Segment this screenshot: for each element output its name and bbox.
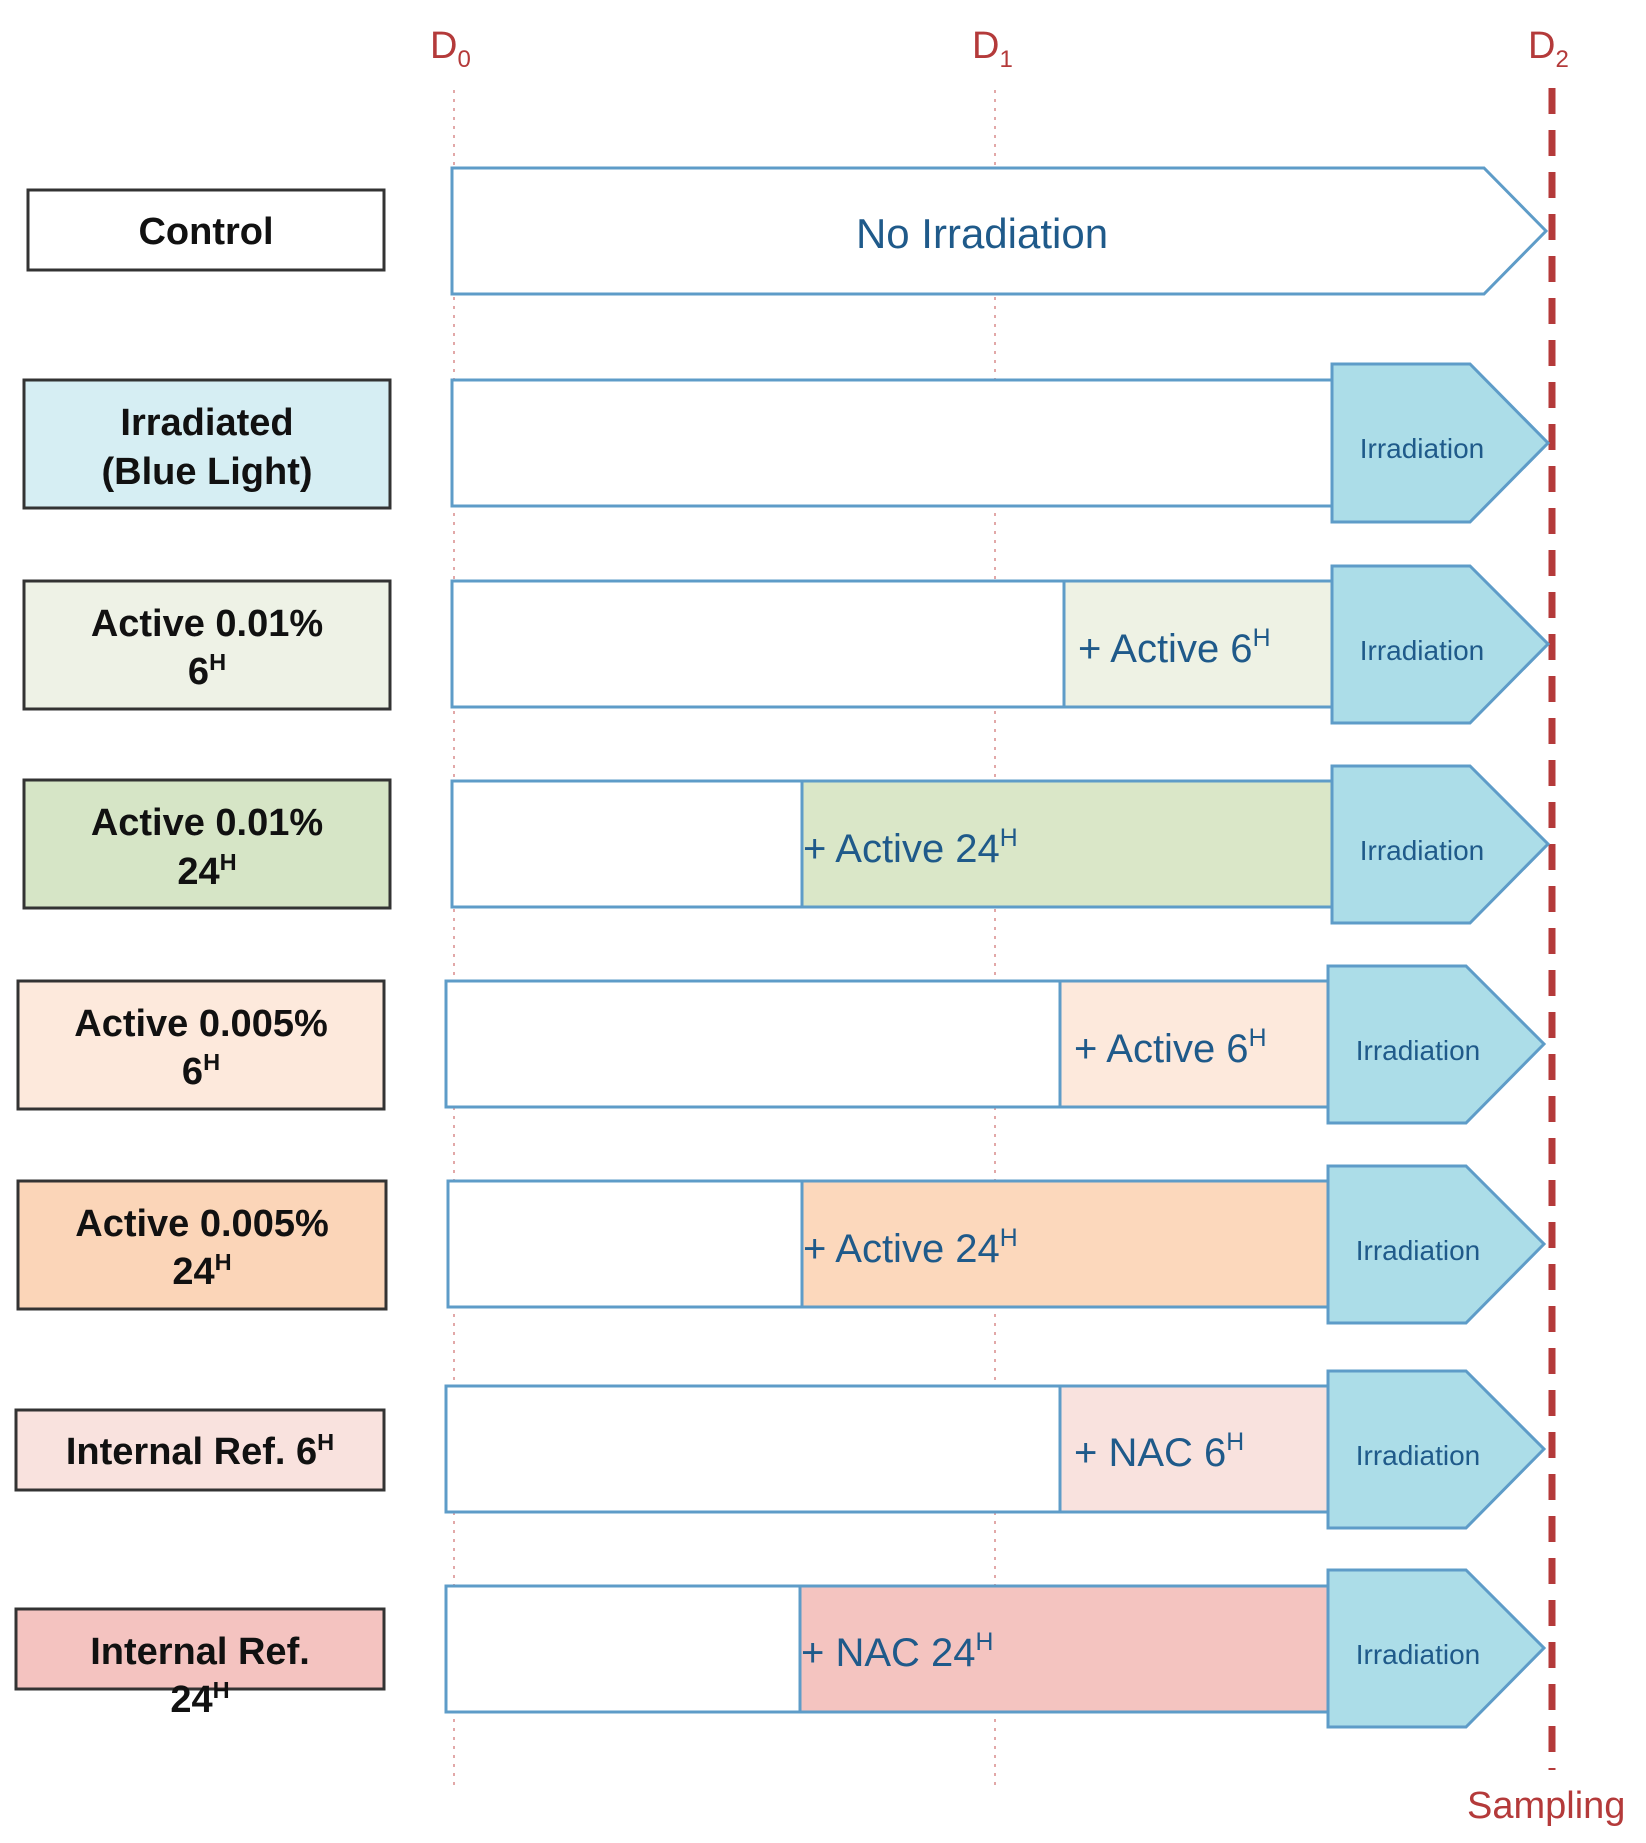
row-active-001-24h: Active 0.01% 24H + Active 24H Irradiatio… [22,764,1551,925]
untreated-segment [444,1584,802,1714]
group-label: 24H [170,1677,229,1721]
untreated-segment [450,579,1066,709]
group-label: Control [138,211,273,253]
group-label: Active 0.01% [91,603,323,645]
treatment-label: + Active 24H [803,1225,1018,1271]
group-label: 6H [188,649,226,693]
timeline-markers: D0 D1 D2 Sampling [430,25,1625,1827]
row-control: Control No Irradiation [26,166,1549,296]
group-label: 24H [177,849,236,893]
irradiation-label: Irradiation [1360,635,1485,666]
group-label: Internal Ref. [90,1631,310,1673]
treatment-segment [798,1584,1330,1714]
treatment-label: + NAC 24H [801,1629,993,1675]
group-label: 24H [172,1249,231,1293]
group-label: Internal Ref. 6H [66,1429,334,1473]
irradiation-arrow [1326,1568,1547,1729]
group-label-box [22,378,392,510]
irradiation-arrow [1326,964,1547,1125]
group-label: (Blue Light) [101,451,312,493]
row-irradiated: Irradiated (Blue Light) Irradiation [22,362,1551,524]
d1-marker: D1 [972,25,1013,73]
irradiation-label: Irradiation [1356,1440,1481,1471]
group-label: Irradiated [120,402,293,444]
treatment-segment [800,779,1334,909]
treatment-segment [800,1179,1330,1309]
sampling-label: Sampling [1467,1785,1625,1827]
row-active-0005-6h: Active 0.005% 6H + Active 6H Irradiation [16,964,1547,1125]
group-label-box [22,579,392,711]
treatment-label: + Active 24H [803,825,1018,871]
d2-marker: D2 [1528,25,1569,73]
irradiation-arrow [1330,564,1551,725]
irradiation-arrow [1330,362,1551,524]
irradiation-label: Irradiation [1360,835,1485,866]
untreated-segment [450,378,1334,508]
no-irradiation-arrow [450,166,1549,296]
group-label: Active 0.005% [75,1203,329,1245]
treatment-label: + Active 6H [1078,625,1270,671]
treatment-segment [1062,579,1334,709]
group-label: 6H [182,1049,220,1093]
irradiation-label: Irradiation [1360,433,1485,464]
irradiation-label: Irradiation [1356,1235,1481,1266]
untreated-segment [444,1384,1062,1514]
group-label-box [22,778,392,910]
treatment-segment [1058,979,1330,1109]
group-label-box [14,1607,386,1691]
irradiation-arrow [1326,1369,1547,1530]
row-internal-ref-24h: Internal Ref. 24H + NAC 24H Irradiation [14,1568,1547,1729]
untreated-segment [444,979,1062,1109]
treatment-label: No Irradiation [856,210,1108,257]
treatment-segment [1058,1384,1330,1514]
irradiation-arrow [1326,1164,1547,1325]
treatment-label: + NAC 6H [1074,1429,1244,1475]
group-label: Active 0.01% [91,802,323,844]
group-label-box [16,1179,388,1311]
group-label-box [14,1408,386,1492]
row-internal-ref-6h: Internal Ref. 6H + NAC 6H Irradiation [14,1369,1547,1530]
group-label-box [16,979,386,1111]
irradiation-label: Irradiation [1356,1035,1481,1066]
treatment-label: + Active 6H [1074,1025,1266,1071]
group-label-box [26,188,386,272]
untreated-segment [446,1179,804,1309]
irradiation-arrow [1330,764,1551,925]
d0-marker: D0 [430,25,471,73]
group-label: Active 0.005% [74,1003,328,1045]
row-active-0005-24h: Active 0.005% 24H + Active 24H Irradiati… [16,1164,1547,1325]
row-active-001-6h: Active 0.01% 6H + Active 6H Irradiation [22,564,1551,725]
untreated-segment [450,779,804,909]
irradiation-label: Irradiation [1356,1639,1481,1670]
